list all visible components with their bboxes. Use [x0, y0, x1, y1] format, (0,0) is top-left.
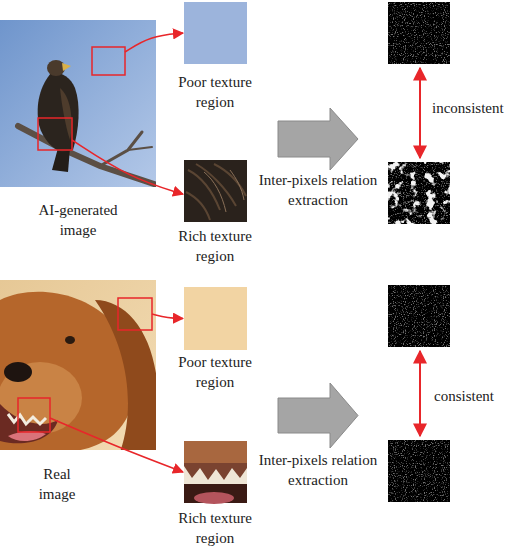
comparison-label: inconsistent	[432, 98, 504, 118]
caption-block: Rich texture region	[168, 226, 263, 266]
extraction-arrow: Inter-pixels relation extraction	[278, 383, 358, 490]
image-caption: Inter-pixels relation extraction	[248, 170, 388, 210]
extraction-arrow: Inter-pixels relation extraction	[278, 108, 358, 210]
texture-crop: Rich texture region	[184, 160, 247, 266]
node-image-area	[0, 280, 156, 450]
map-background	[388, 2, 450, 64]
image-caption: AI-generated image	[28, 200, 128, 240]
map-background	[388, 162, 450, 224]
region-arrow	[152, 314, 183, 319]
map-speckles	[388, 440, 450, 502]
feather-crop	[184, 160, 247, 222]
map-speckles	[388, 2, 450, 64]
region-arrow	[50, 418, 183, 472]
comparison-arrow	[419, 351, 421, 436]
image-caption: Rich texture region	[168, 508, 263, 548]
crop-background	[184, 441, 247, 503]
image-caption: Poor texture region	[168, 72, 263, 112]
texture-crop: Rich texture region	[184, 441, 247, 548]
map-speckles	[388, 285, 450, 347]
caption-block: AI-generated image	[28, 200, 128, 240]
texture-crop: Poor texture region	[184, 2, 247, 112]
photo-panel: AI-generated image	[0, 20, 156, 240]
crop-background	[184, 160, 247, 222]
image-caption: Rich texture region	[168, 226, 263, 266]
eagle-wing	[60, 88, 72, 140]
eagle-body	[38, 72, 79, 152]
block-arrow	[278, 383, 358, 448]
region-marker	[118, 298, 152, 330]
map-speckles	[388, 162, 450, 224]
block-arrow	[278, 108, 358, 170]
image-caption: Real image	[32, 464, 82, 504]
dog-eye	[65, 336, 75, 344]
relation-map	[388, 2, 450, 64]
sky-background	[0, 20, 156, 187]
map-blotches	[388, 162, 450, 224]
region-arrow	[72, 140, 183, 194]
branch-twig	[128, 147, 152, 150]
node-image-area	[278, 108, 358, 170]
eagle-head	[47, 60, 65, 76]
poor-texture-crop	[184, 2, 247, 64]
caption-block: Inter-pixels relation extraction	[248, 170, 388, 210]
dog-nose	[4, 362, 32, 382]
map-background	[388, 285, 450, 347]
node-image-area	[278, 383, 358, 448]
relation-map	[388, 162, 450, 224]
caption-block: Poor texture region	[168, 72, 263, 112]
node-image-area	[184, 287, 247, 350]
dog-ear	[95, 300, 156, 450]
lip-area	[184, 441, 247, 463]
dog-photo	[0, 280, 156, 450]
feather-strokes	[186, 164, 246, 220]
node-image-area	[0, 20, 156, 187]
relation-map	[388, 285, 450, 347]
region-marker	[92, 47, 125, 75]
poor-texture-crop	[184, 287, 247, 350]
node-image-area	[184, 160, 247, 222]
feather-strokes	[204, 170, 244, 212]
caption-block: Inter-pixels relation extraction	[248, 450, 388, 490]
tongue	[194, 492, 234, 504]
image-caption: Inter-pixels relation extraction	[248, 450, 388, 490]
relation-map	[388, 440, 450, 502]
eagle-beak	[62, 63, 71, 71]
region-arrow	[125, 33, 183, 52]
photo-panel: Real image	[0, 280, 156, 504]
node-image-area	[184, 441, 247, 503]
caption-block: Real image	[32, 464, 82, 504]
map-background	[388, 440, 450, 502]
caption-block: Poor texture region	[168, 352, 263, 392]
dog-teeth	[8, 414, 46, 424]
comparison-label: consistent	[434, 386, 494, 406]
eagle-photo	[0, 20, 156, 187]
mouth-inside	[184, 484, 247, 503]
region-marker	[18, 398, 50, 432]
texture-crop: Poor texture region	[184, 287, 247, 392]
teeth-crop	[184, 441, 247, 504]
teeth-row	[184, 466, 247, 484]
image-caption: Poor texture region	[168, 352, 263, 392]
region-marker	[38, 118, 72, 150]
comparison-arrow	[419, 68, 421, 158]
caption-block: Rich texture region	[168, 508, 263, 548]
node-image-area	[184, 2, 247, 64]
